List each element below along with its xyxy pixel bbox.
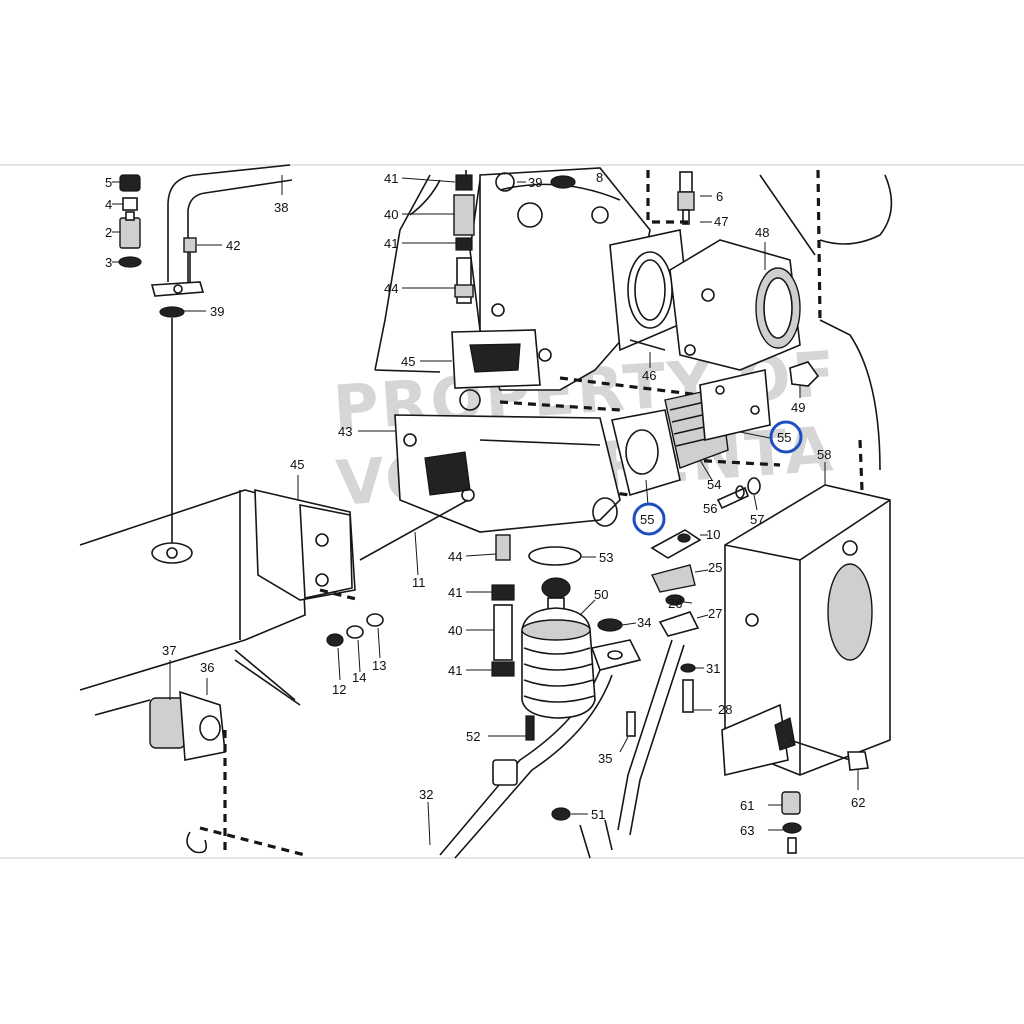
part-label-25: 25	[708, 560, 722, 575]
part-label-37: 37	[162, 643, 176, 658]
part-label-28: 28	[718, 702, 732, 717]
part-label-5: 5	[105, 175, 112, 190]
guide-dash-9	[858, 439, 864, 491]
nut-49	[789, 361, 820, 387]
stud-46	[629, 339, 666, 351]
part-label-48: 48	[755, 225, 769, 240]
bellows-assembly-54	[611, 369, 771, 506]
bellows-50	[521, 577, 596, 719]
part-label-42: 42	[226, 238, 240, 253]
part-label-12: 12	[332, 682, 346, 697]
guide-dash-2	[816, 169, 822, 321]
return-pipe	[150, 164, 293, 297]
part-label-8: 8	[596, 170, 603, 185]
washer-63	[782, 822, 802, 834]
part-label-62: 62	[851, 795, 865, 810]
clamp-parts	[590, 529, 709, 671]
stud-stack-lower	[465, 534, 515, 677]
part-label-55-upper: 55	[777, 430, 791, 445]
stud-63	[787, 837, 797, 854]
part-label-4: 4	[105, 197, 112, 212]
part-label-39-left: 39	[210, 304, 224, 319]
part-label-27: 27	[708, 606, 722, 621]
guide-dash-6	[689, 458, 781, 467]
part-label-3: 3	[105, 255, 112, 270]
highlight-circle-55-upper	[769, 420, 803, 454]
part-label-45-lower: 45	[290, 457, 304, 472]
water-fitting-36-37	[94, 659, 301, 855]
manifold-block-43	[358, 389, 621, 533]
stud-stack-upper	[401, 174, 526, 304]
cup	[492, 759, 518, 786]
part-label-52: 52	[466, 729, 480, 744]
part-label-6: 6	[716, 189, 723, 204]
temp-sensor-6	[677, 171, 712, 225]
part-label-45-top: 45	[401, 354, 415, 369]
part-label-53: 53	[599, 550, 613, 565]
part-label-44-lower: 44	[448, 549, 462, 564]
exhaust-manifold-lower	[79, 475, 356, 701]
part-label-41-lower-a: 41	[448, 585, 462, 600]
part-label-63: 63	[740, 823, 754, 838]
part-label-34: 34	[637, 615, 651, 630]
part-label-13: 13	[372, 658, 386, 673]
part-label-50: 50	[594, 587, 608, 602]
bolt-62-head	[847, 751, 869, 771]
bolt-56-washer-57	[716, 477, 761, 511]
part-label-58: 58	[817, 447, 831, 462]
bolt-52	[525, 715, 535, 741]
bolt-62-shank	[789, 739, 851, 761]
part-label-14: 14	[352, 670, 366, 685]
bolt-28	[682, 679, 694, 713]
nuts-12-14-13	[326, 613, 384, 681]
part-label-11: 11	[412, 575, 426, 590]
bolt-35	[626, 711, 636, 737]
part-label-55-lower: 55	[640, 512, 654, 527]
washer-39	[159, 306, 185, 318]
part-label-39-top: 39	[528, 175, 542, 190]
part-label-57: 57	[750, 512, 764, 527]
part-label-35: 35	[598, 751, 612, 766]
fitting-stack	[112, 174, 142, 268]
part-label-40-top: 40	[384, 207, 398, 222]
o-ring-53	[528, 546, 582, 566]
guide-dash-7	[319, 588, 361, 602]
nut-51	[551, 807, 571, 821]
part-label-32: 32	[419, 787, 433, 802]
part-label-49: 49	[791, 400, 805, 415]
part-label-51: 51	[591, 807, 605, 822]
part-label-43: 43	[338, 424, 352, 439]
part-label-61: 61	[740, 798, 754, 813]
part-label-46: 46	[642, 368, 656, 383]
part-label-41-mid: 41	[384, 236, 398, 251]
guide-dash-1	[646, 170, 690, 224]
part-label-2: 2	[105, 225, 112, 240]
part-label-56: 56	[703, 501, 717, 516]
part-label-41-top: 41	[384, 171, 398, 186]
part-label-36: 36	[200, 660, 214, 675]
guide-dash-8	[199, 826, 306, 857]
part-label-41-lower-b: 41	[448, 663, 462, 678]
part-label-44-top: 44	[384, 281, 398, 296]
clip	[186, 831, 208, 854]
spacer-61	[781, 791, 801, 815]
flange-port	[469, 343, 521, 373]
part-label-38: 38	[274, 200, 288, 215]
guide-dash-4	[499, 400, 621, 412]
guide-dash-3	[559, 376, 701, 397]
mounting-bracket-58	[721, 462, 891, 776]
part-label-31: 31	[706, 661, 720, 676]
part-label-10: 10	[706, 527, 720, 542]
exhaust-elbow-48	[669, 174, 893, 471]
washer-31	[680, 663, 696, 673]
highlight-circle-55-lower	[632, 502, 666, 536]
part-label-47: 47	[714, 214, 728, 229]
part-label-40-lower: 40	[448, 623, 462, 638]
stud-11	[359, 499, 469, 561]
part-label-54: 54	[707, 477, 721, 492]
part-label-26: 26	[668, 596, 682, 611]
